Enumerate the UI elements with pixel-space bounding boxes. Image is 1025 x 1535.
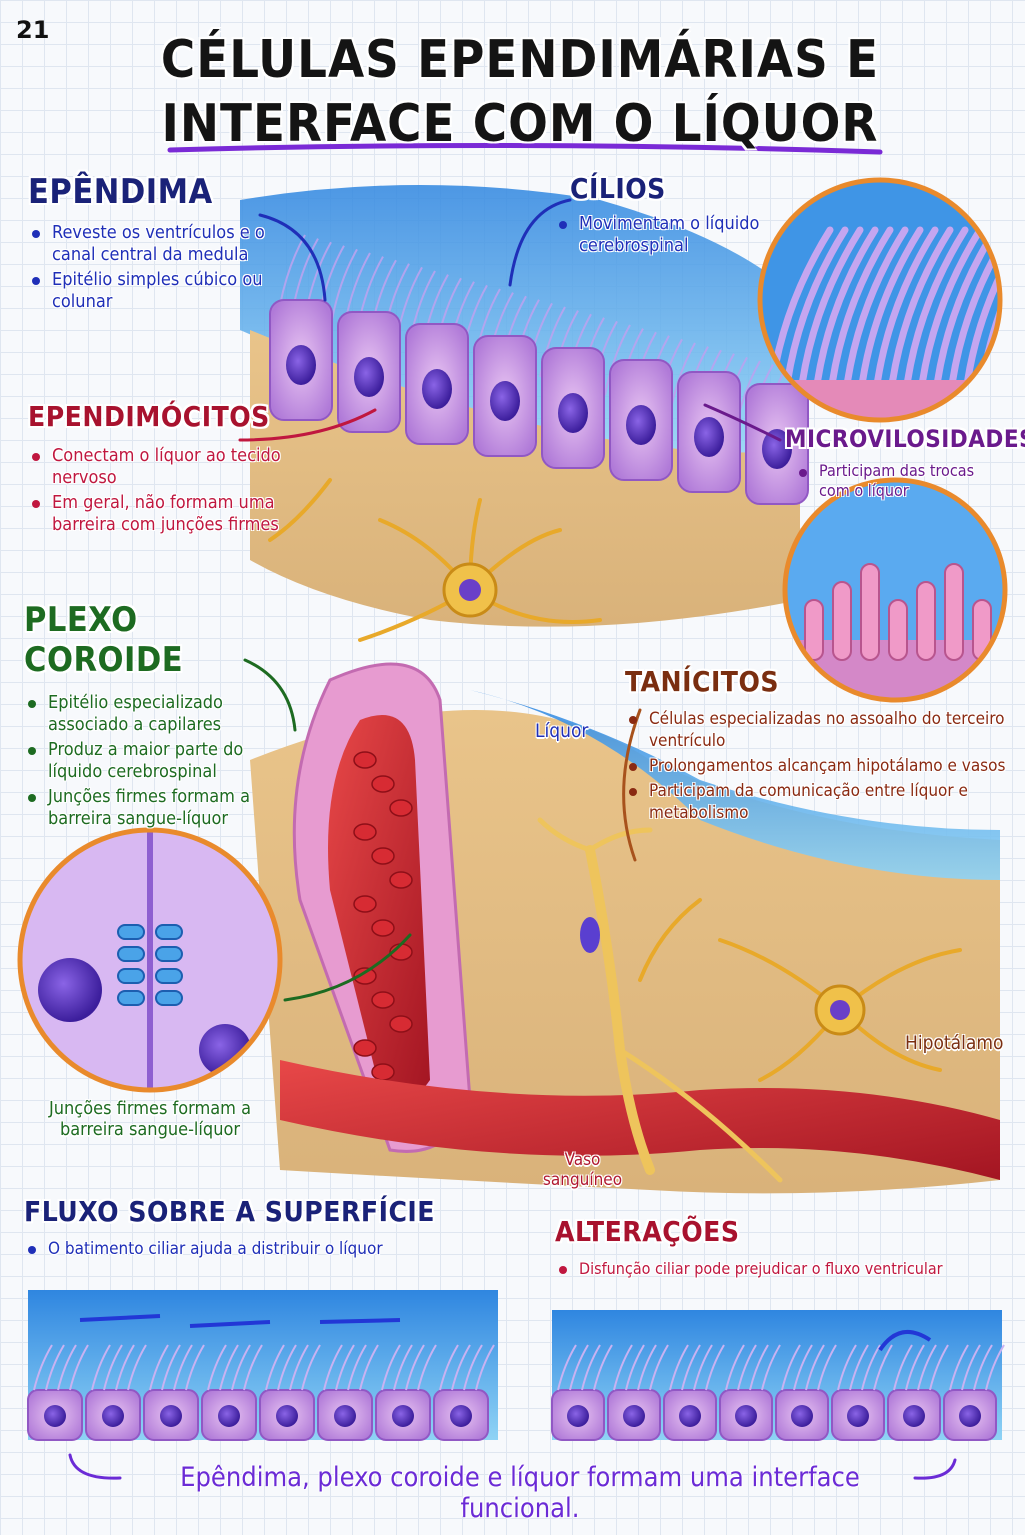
page-title-line-1: CÉLULAS EPENDIMÁRIAS E bbox=[160, 30, 880, 90]
tanicitos-bullet: Células especializadas no assoalho do te… bbox=[625, 708, 1015, 752]
alteracoes-bullet: Disfunção ciliar pode prejudicar o fluxo… bbox=[555, 1258, 1015, 1280]
hipotalamo-label: Hipotálamo bbox=[905, 1032, 1004, 1054]
fluxo-section: FLUXO SOBRE A SUPERFÍCIE O batimento cil… bbox=[24, 1195, 504, 1263]
fluxo-heading: FLUXO SOBRE A SUPERFÍCIE bbox=[24, 1195, 436, 1228]
tanicitos-bullet: Prolongamentos alcançam hipotálamo e vas… bbox=[625, 755, 1015, 777]
microvilosidades-section: MICROVILOSIDADES Participam das trocas c… bbox=[785, 425, 1025, 504]
ependima-section: EPÊNDIMA Reveste os ventrículos e o cana… bbox=[28, 172, 278, 316]
ependima-bullet: Epitélio simples cúbico ou colunar bbox=[28, 269, 278, 313]
title-underline bbox=[167, 142, 883, 155]
fluxo-bullet: O batimento ciliar ajuda a distribuir o … bbox=[24, 1238, 504, 1260]
cilios-heading: CÍLIOS bbox=[570, 172, 666, 205]
alteracoes-bullets: Disfunção ciliar pode prejudicar o fluxo… bbox=[555, 1258, 1015, 1280]
page-number: 21 bbox=[16, 16, 50, 44]
microvilosidades-bullets: Participam das trocas com o líquor bbox=[795, 461, 995, 501]
plexo-bullet: Produz a maior parte do líquido cerebros… bbox=[24, 739, 294, 783]
ependima-bullet: Reveste os ventrículos e o canal central… bbox=[28, 222, 278, 266]
flow-panel bbox=[27, 1290, 498, 1441]
ependyma-scene bbox=[240, 185, 813, 642]
microvilosidades-heading: MICROVILOSIDADES bbox=[785, 425, 1025, 453]
choroid-scene bbox=[250, 662, 1000, 1194]
vaso-label: Vaso sanguíneo bbox=[542, 1150, 623, 1190]
plexo-bullet: Epitélio especializado associado a capil… bbox=[24, 692, 294, 736]
plexo-heading: PLEXO COROIDE bbox=[24, 600, 184, 680]
cilios-bullets: Movimentam o líquido cerebrospinal bbox=[555, 213, 775, 257]
alteration-panel bbox=[551, 1310, 1005, 1441]
tanicitos-bullet: Participam da comunicação entre líquor e… bbox=[625, 780, 1015, 824]
page-title: CÉLULAS EPENDIMÁRIAS E INTERFACE COM O L… bbox=[120, 28, 920, 156]
page-title-line-2: INTERFACE COM O LÍQUOR bbox=[161, 94, 879, 154]
microvilosidades-bullet: Participam das trocas com o líquor bbox=[795, 461, 995, 501]
ependimocitos-bullet: Em geral, não formam uma barreira com ju… bbox=[28, 492, 298, 536]
footer-caption: Epêndima, plexo coroide e líquor formam … bbox=[180, 1462, 860, 1524]
tight-junction-zoom bbox=[17, 827, 283, 1093]
juncoes-label: Junções firmes formam a barreira sangue-… bbox=[49, 1098, 251, 1140]
cilios-section: CÍLIOS Movimentam o líquido cerebrospina… bbox=[555, 172, 775, 260]
ependima-bullets: Reveste os ventrículos e o canal central… bbox=[28, 222, 278, 313]
ependima-heading: EPÊNDIMA bbox=[28, 172, 213, 212]
plexo-bullet: Junções firmes formam a barreira sangue-… bbox=[24, 786, 294, 830]
ependimocitos-bullet: Conectam o líquor ao tecido nervoso bbox=[28, 445, 298, 489]
plexo-section: PLEXO COROIDE Epitélio especializado ass… bbox=[24, 600, 294, 833]
tanicitos-bullets: Células especializadas no assoalho do te… bbox=[625, 708, 1015, 824]
alteracoes-section: ALTERAÇÕES Disfunção ciliar pode prejudi… bbox=[555, 1215, 1015, 1283]
alteracoes-heading: ALTERAÇÕES bbox=[555, 1215, 740, 1248]
liquor-label: Líquor bbox=[535, 720, 589, 742]
plexo-bullets: Epitélio especializado associado a capil… bbox=[24, 692, 294, 830]
ependimocitos-section: EPENDIMÓCITOS Conectam o líquor ao tecid… bbox=[28, 400, 298, 539]
ependimocitos-heading: EPENDIMÓCITOS bbox=[28, 400, 270, 433]
pointer-arrows bbox=[68, 198, 957, 1480]
cilios-bullet: Movimentam o líquido cerebrospinal bbox=[555, 213, 775, 257]
tanicitos-section: TANÍCITOS Células especializadas no asso… bbox=[625, 665, 1015, 827]
ependimocitos-bullets: Conectam o líquor ao tecido nervoso Em g… bbox=[28, 445, 298, 536]
tanicitos-heading: TANÍCITOS bbox=[625, 665, 780, 698]
fluxo-bullets: O batimento ciliar ajuda a distribuir o … bbox=[24, 1238, 504, 1260]
microvilli-zoom bbox=[782, 477, 1008, 703]
